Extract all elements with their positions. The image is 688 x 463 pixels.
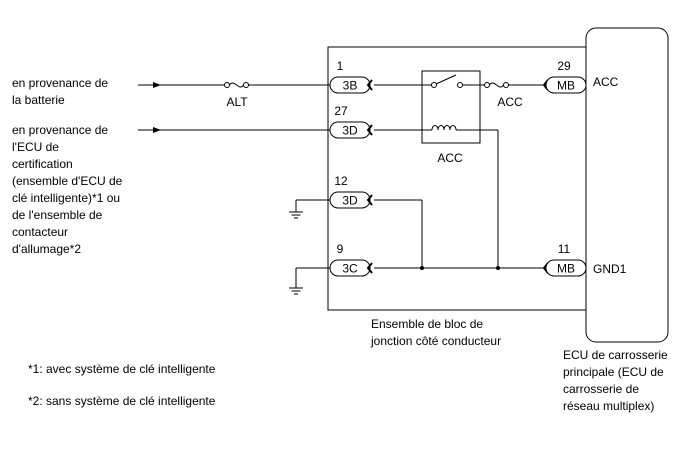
connector-label: MB — [557, 79, 575, 93]
connector-label: 3D — [342, 124, 358, 138]
relay-box — [421, 70, 481, 144]
battery-source-label: en provenance de la batterie — [12, 76, 109, 107]
relay-switch — [431, 74, 463, 88]
ecu-label: ECU de carrosserie principale (ECU de ca… — [563, 348, 668, 413]
acc-fuse-symbol — [484, 82, 509, 88]
note-1: *1: avec système de clé intelligente — [28, 362, 216, 376]
junction-dot — [420, 266, 424, 270]
signal-label: GND1 — [593, 262, 627, 276]
junction-block-label: Ensemble de bloc de jonction côté conduc… — [371, 317, 502, 348]
connector-pin-9: 3C 9 — [329, 242, 373, 277]
acc-fuse-label: ACC — [497, 95, 523, 109]
note-2: *2: sans système de clé intelligente — [28, 394, 216, 408]
ecu-connector-pin-29: MB 29 ACC — [542, 59, 619, 94]
relay-label: ACC — [437, 151, 463, 165]
pin-number: 27 — [334, 104, 348, 118]
connector-label: MB — [557, 262, 575, 276]
ground-icon — [289, 287, 303, 295]
pin-number: 12 — [334, 174, 348, 188]
connector-label: 3B — [343, 79, 358, 93]
pin-number: 1 — [337, 59, 344, 73]
connector-pin-27: 3D 27 — [329, 104, 373, 139]
alt-fuse-label: ALT — [226, 95, 248, 109]
signal-label: ACC — [593, 75, 619, 89]
connector-label: 3D — [342, 194, 358, 208]
alt-fuse-symbol — [224, 82, 249, 88]
pin-number: 11 — [558, 242, 571, 256]
connector-label: 3C — [342, 262, 358, 276]
relay-coil — [431, 125, 457, 131]
connector-pin-1: 3B 1 — [329, 59, 373, 94]
ecu-box — [585, 27, 669, 343]
connector-pin-12: 3D 12 — [329, 174, 373, 209]
ground-icon — [289, 211, 303, 219]
certification-source-label: en provenance de l'ECU de certification … — [12, 123, 123, 256]
ecu-connector-pin-11: MB 11 GND1 — [542, 242, 627, 277]
junction-dot — [496, 266, 500, 270]
pin-number: 9 — [337, 242, 344, 256]
pin-number: 29 — [557, 59, 571, 73]
